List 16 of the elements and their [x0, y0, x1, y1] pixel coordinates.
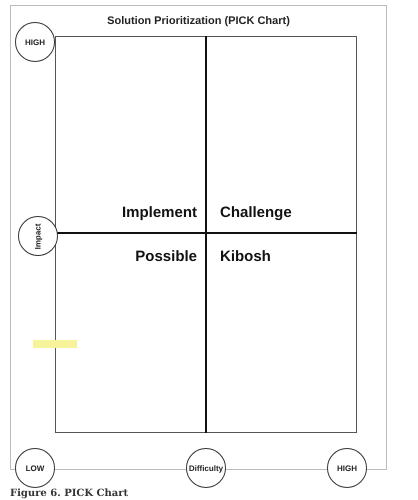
axis-marker-circle — [18, 216, 58, 256]
axis-marker-circle — [15, 22, 55, 62]
quadrant-label: Kibosh — [220, 248, 271, 265]
axis-marker-circle — [15, 448, 55, 488]
axis-end-label: Difficulty — [188, 464, 224, 472]
axis-marker-circle — [327, 448, 367, 488]
quadrant-label: Challenge — [220, 204, 292, 221]
quadrant-label: Possible — [135, 248, 197, 265]
axis-end-label: LOW — [26, 464, 44, 472]
axis-title: Impact — [34, 223, 42, 249]
axis-end-label: HIGH — [25, 38, 45, 46]
quadrant-label: Implement — [122, 204, 197, 221]
figure-caption: Figure 6. PICK Chart — [10, 488, 128, 499]
axis-marker-circle — [186, 448, 226, 488]
chart-title: Solution Prioritization (PICK Chart) — [106, 15, 291, 27]
axis-end-label: HIGH — [337, 464, 357, 472]
